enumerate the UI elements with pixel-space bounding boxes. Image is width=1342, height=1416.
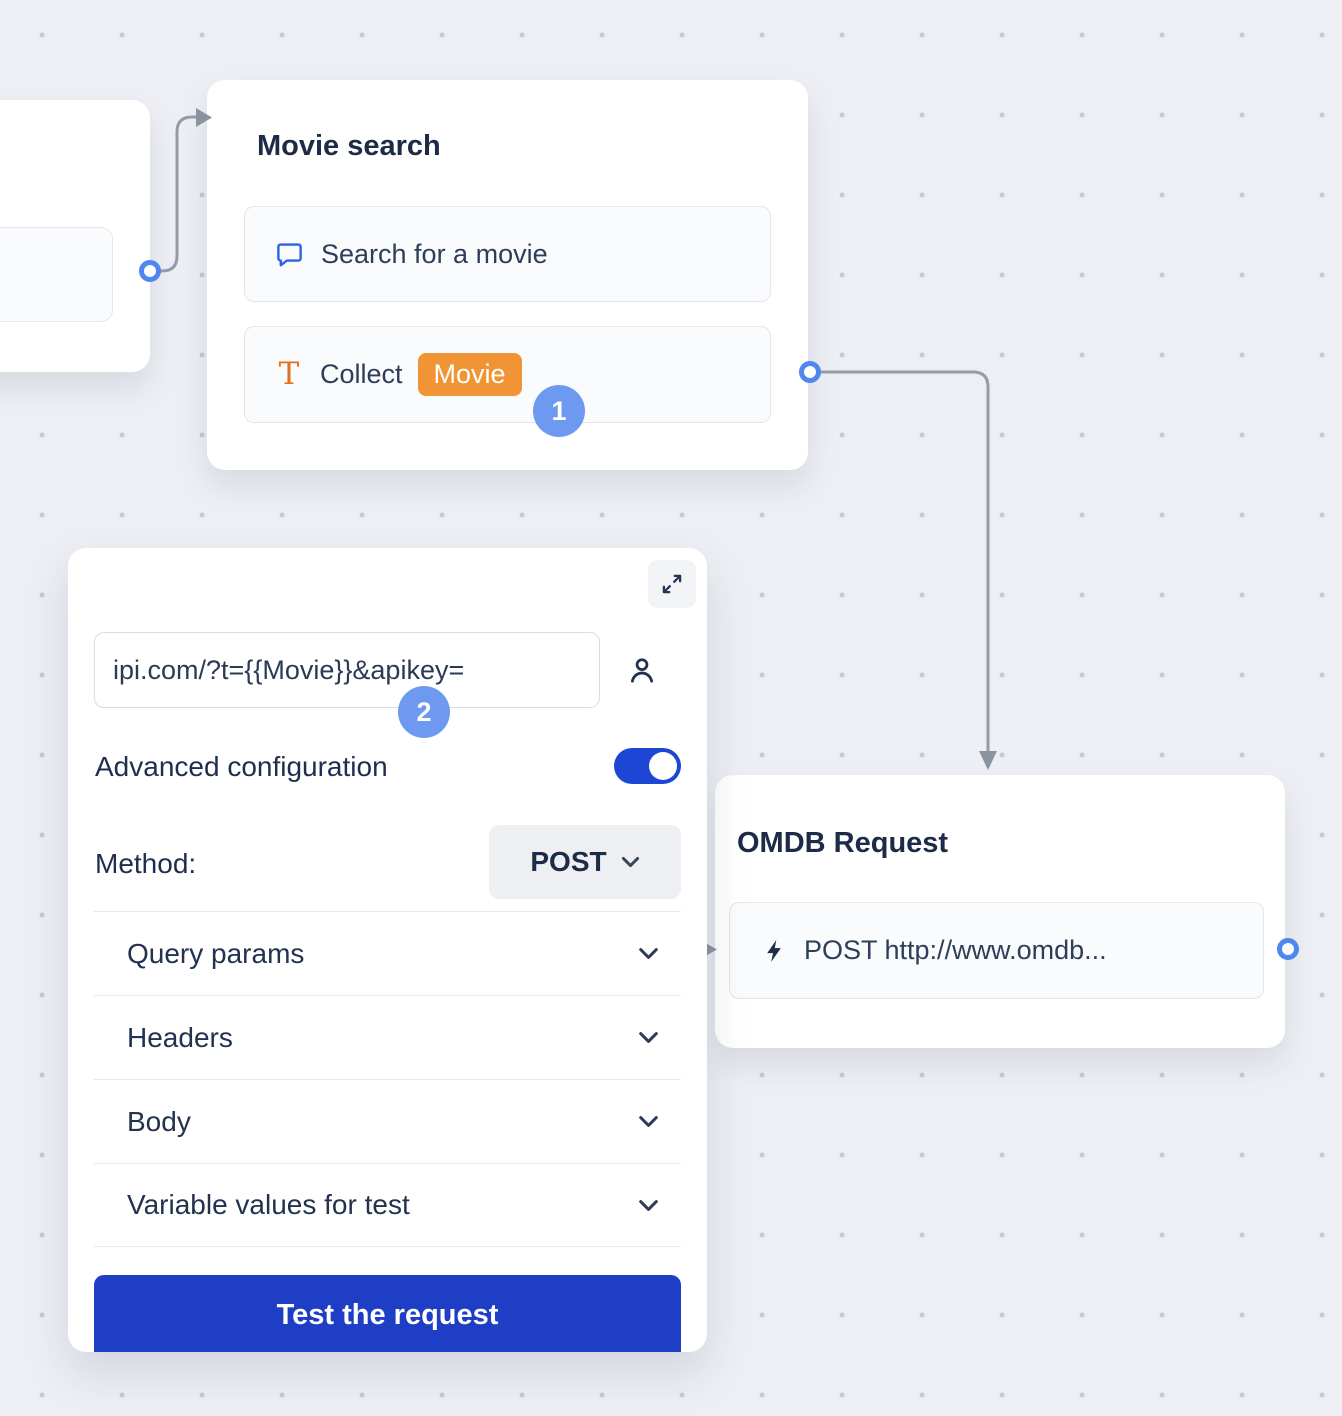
node-title: OMDB Request — [737, 827, 949, 859]
person-icon — [631, 658, 653, 683]
request-block-label: POST http://www.omdb... — [804, 935, 1107, 965]
expand-icon — [662, 574, 682, 594]
test-request-button[interactable]: Test the request — [94, 1275, 681, 1352]
toggle-knob — [649, 752, 677, 780]
connector-left-to-movie — [150, 115, 199, 273]
lightning-icon — [767, 939, 781, 962]
previous-node-row[interactable] — [0, 227, 113, 322]
insert-variable-button[interactable] — [614, 642, 670, 698]
section-variable-values[interactable]: Variable values for test — [94, 1163, 681, 1247]
section-label: Body — [127, 1105, 191, 1137]
movie-variable-badge: Movie — [417, 353, 522, 396]
chevron-down-icon — [639, 1199, 658, 1211]
search-block-label: Search for a movie — [321, 238, 548, 269]
section-label: Query params — [127, 937, 305, 969]
connector-dot-omdb-output[interactable] — [1277, 938, 1299, 960]
chevron-down-icon — [639, 1116, 658, 1127]
chevron-down-icon — [621, 857, 639, 867]
method-select[interactable]: POST — [489, 825, 681, 899]
text-icon: T — [278, 356, 300, 392]
method-value: POST — [530, 846, 607, 877]
movie-search-node[interactable]: Movie search Search for a movie T Collec… — [207, 80, 808, 470]
arrowhead-into-omdb-top — [979, 751, 997, 770]
omdb-request-node[interactable]: OMDB Request POST http://www.omdb... — [715, 775, 1285, 1048]
connector-dot-movie-output[interactable] — [799, 361, 821, 383]
section-headers[interactable]: Headers — [94, 995, 681, 1079]
search-message-block[interactable]: Search for a movie — [244, 206, 771, 302]
expand-panel-button[interactable] — [648, 560, 696, 608]
connector-dot-left-card-output[interactable] — [139, 260, 161, 282]
request-url-input[interactable] — [94, 632, 600, 708]
chevron-down-icon — [639, 1032, 658, 1043]
advanced-configuration-toggle[interactable] — [614, 748, 681, 784]
webhook-request-block[interactable]: POST http://www.omdb... — [729, 902, 1264, 999]
chevron-down-icon — [639, 948, 658, 959]
previous-node-card[interactable] — [0, 100, 150, 372]
advanced-configuration-label: Advanced configuration — [95, 751, 388, 782]
section-label: Headers — [127, 1021, 233, 1053]
webhook-settings-panel: Advanced configuration Method: POST Quer… — [68, 548, 707, 1352]
chat-bubble-icon — [277, 242, 302, 266]
collect-variable-block[interactable]: T Collect Movie — [244, 326, 771, 423]
section-label: Variable values for test — [127, 1189, 410, 1220]
method-label: Method: — [95, 848, 197, 879]
config-sections: Query params Headers Body Variable value… — [94, 911, 681, 1247]
step-badge-2: 2 — [398, 686, 450, 738]
step-badge-1: 1 — [533, 385, 585, 437]
node-title: Movie search — [257, 130, 441, 162]
connector-movie-to-omdb — [820, 370, 990, 753]
section-query-params[interactable]: Query params — [94, 911, 681, 995]
section-body[interactable]: Body — [94, 1079, 681, 1163]
collect-block-label: Collect — [320, 359, 403, 389]
